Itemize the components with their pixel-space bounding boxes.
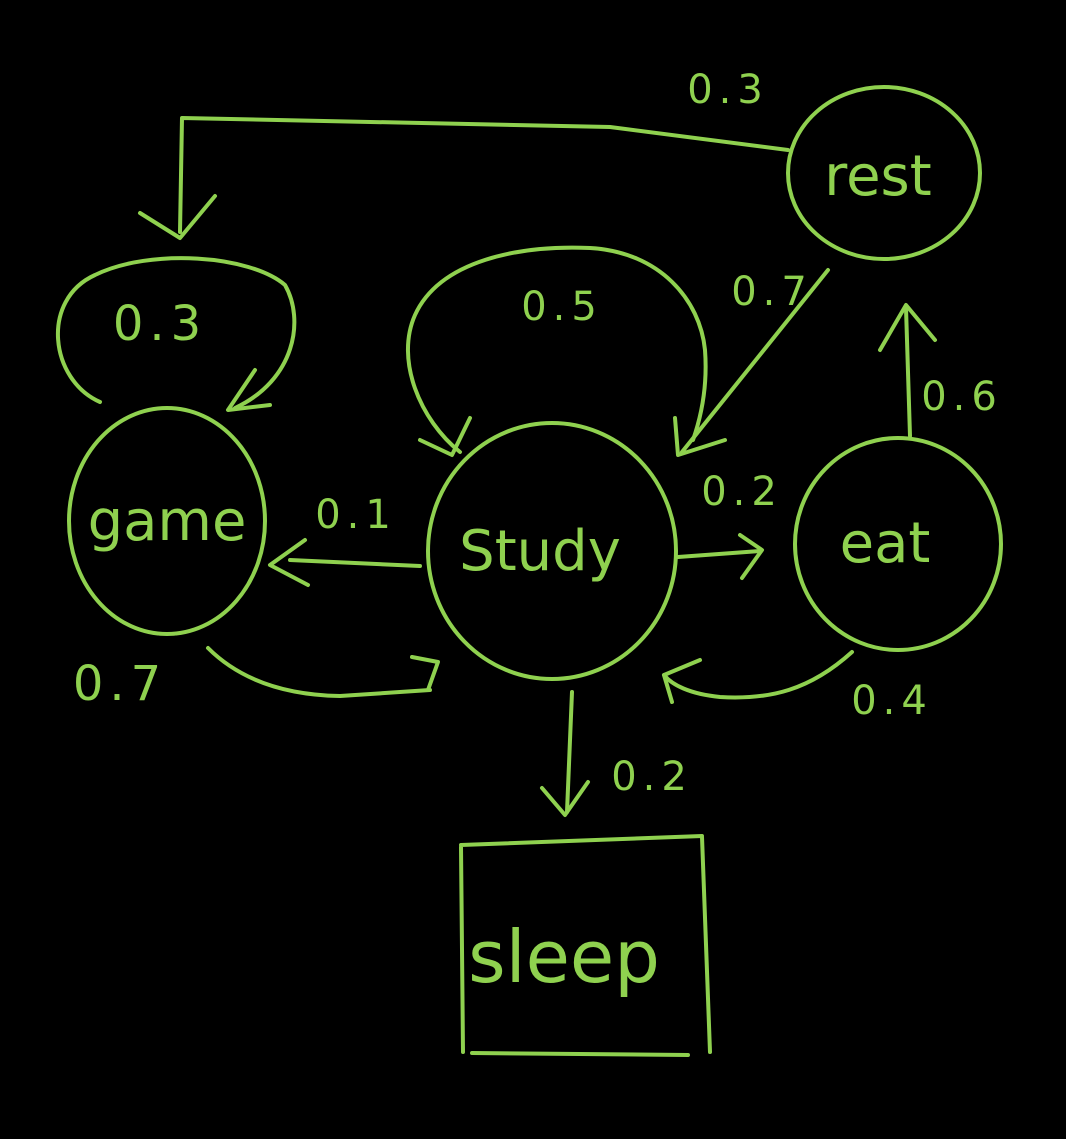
- edge-study-self-arrowhead: [418, 416, 472, 457]
- node-eat-label: eat: [840, 511, 931, 576]
- edge-game-self-arrowhead: [226, 368, 272, 412]
- edge-study-to-eat-arrowhead: [738, 533, 764, 580]
- edge-study-to-eat-label: 0.2: [701, 469, 783, 515]
- node-eat: [793, 436, 1003, 652]
- edge-rest-to-game-label: 0.3: [687, 67, 769, 113]
- node-study-label: Study: [459, 519, 621, 584]
- edge-eat-to-study: [662, 650, 854, 700]
- node-game: [67, 406, 267, 636]
- edge-study-to-game-label: 0.1: [315, 492, 397, 538]
- edge-game-self: [56, 256, 297, 410]
- edge-game-to-study-arrowhead: [410, 655, 440, 692]
- edge-rest-to-study: [680, 268, 830, 454]
- node-game-label: game: [88, 489, 247, 554]
- node-rest-label: rest: [824, 144, 931, 209]
- edge-study-to-eat: [676, 549, 762, 559]
- edge-game-to-study: [206, 646, 432, 698]
- edge-study-to-game: [288, 558, 422, 568]
- edge-study-to-sleep-label: 0.2: [611, 754, 693, 800]
- edge-study-to-game-arrowhead: [268, 538, 310, 587]
- edge-study-self-label: 0.5: [521, 284, 603, 330]
- edge-rest-to-game: [178, 116, 790, 234]
- edge-rest-to-study-arrowhead: [673, 416, 727, 457]
- node-rest: [786, 85, 982, 261]
- edge-rest-to-study-label: 0.7: [731, 269, 813, 315]
- edge-rest-to-game-arrowhead: [138, 194, 217, 240]
- edge-study-self: [405, 245, 708, 454]
- edge-game-to-study-label: 0.7: [73, 656, 167, 712]
- edge-eat-to-study-label: 0.4: [851, 678, 933, 724]
- edge-eat-to-rest-label: 0.6: [921, 374, 1003, 420]
- edge-eat-to-rest: [904, 306, 912, 438]
- edge-eat-to-rest-arrowhead: [878, 303, 937, 352]
- edge-game-self-label: 0.3: [113, 296, 207, 352]
- node-study: [426, 421, 678, 681]
- node-sleep-label: sleep: [468, 915, 660, 999]
- node-sleep: [459, 834, 712, 1057]
- edge-eat-to-study-arrowhead: [662, 658, 702, 704]
- edge-study-to-sleep: [565, 690, 574, 814]
- edge-study-to-sleep-arrowhead: [540, 780, 590, 817]
